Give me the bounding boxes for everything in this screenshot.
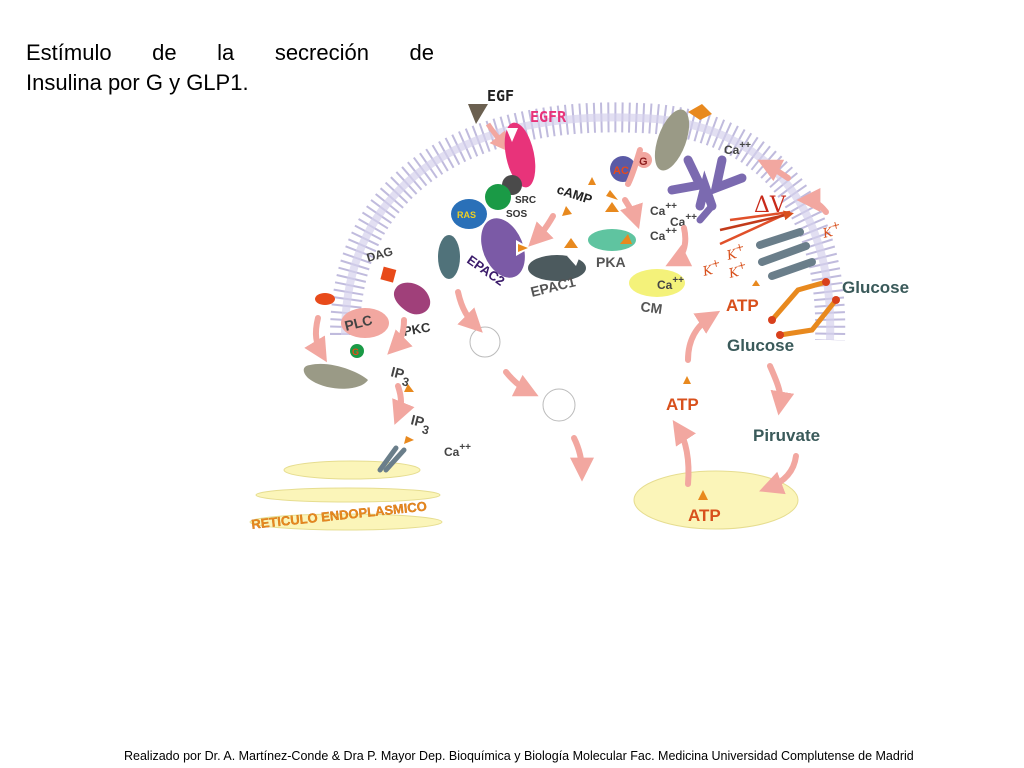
ca-cm: Ca++ <box>657 275 684 292</box>
sos-label: SOS <box>506 209 527 220</box>
g-left-label: G <box>352 347 359 357</box>
cell-membrane <box>330 102 846 341</box>
cm-label: CM <box>640 298 664 317</box>
glucose-out-label: Glucose <box>842 278 909 297</box>
egf-triangle-icon <box>468 104 488 124</box>
ca-mid-1: Ca++ <box>650 201 677 218</box>
slide-title: Estímulo de la secreción de Insulina por… <box>26 38 434 98</box>
title-line-1: Estímulo de la secreción de <box>26 40 434 65</box>
ca-top: Ca++ <box>724 140 751 157</box>
pka-label: PKA <box>596 254 626 270</box>
vesicles <box>469 326 576 422</box>
pka-group: PKA <box>588 229 636 270</box>
ip3-label-2: IP3 <box>408 411 433 437</box>
ip3-label-1: IP3 <box>388 363 413 389</box>
camp-label: cAMP <box>555 182 594 208</box>
credit-footer: Realizado por Dr. A. Martínez-Conde & Dr… <box>124 749 914 763</box>
src-label: SRC <box>515 195 536 206</box>
egf-label: EGF <box>487 87 514 105</box>
metabolism-labels: Glucose ATP Glucose ATP Piruvate ATP <box>666 278 909 525</box>
atp-label-mid: ATP <box>666 395 699 414</box>
atp-label-mito: ATP <box>688 506 721 525</box>
calcium-labels: Ca++ Ca++ Ca++ Ca++ Ca++ <box>444 140 751 459</box>
ras-shape <box>451 199 487 229</box>
ca-mid-2: Ca++ <box>670 212 697 229</box>
flow-arrows <box>304 147 829 495</box>
calcium-channel <box>667 155 747 224</box>
k-atp-channel <box>756 228 816 280</box>
ac-label: AC <box>613 165 629 177</box>
ip3-group: IP3 IP3 <box>377 363 433 473</box>
title-line-2: Insulina por G y GLP1. <box>26 70 249 95</box>
piruvate-label: Piruvate <box>753 426 820 445</box>
plc-label: PLC <box>343 312 374 334</box>
glp1-receptor <box>654 104 712 171</box>
egf-group: EGF EGFR SRC SOS RAS <box>451 87 567 229</box>
epac2-group: EPAC2 <box>438 218 530 289</box>
membrane-potential: ΔV K+ K+ K+ K+ <box>699 193 843 286</box>
k-ion-1: K+ <box>819 218 843 242</box>
plc-pkc-group: DAG PKC PLC G <box>303 244 432 389</box>
mitochondrion <box>633 470 799 530</box>
g-top-label: G <box>639 156 648 168</box>
epac1-group: EPAC1 <box>528 255 586 300</box>
k-ion-2: K+ <box>723 240 747 264</box>
ca-er: Ca++ <box>444 442 471 459</box>
ras-label: RAS <box>457 210 476 220</box>
egfr-label: EGFR <box>530 108 567 126</box>
k-ion-3: K+ <box>699 256 723 280</box>
ca-mid-3: Ca++ <box>650 226 677 243</box>
endoplasmic-reticulum: RETICULO ENDOPLASMICO <box>249 460 443 532</box>
glucose-transporter <box>768 278 840 339</box>
glucose-in-label: Glucose <box>727 336 794 355</box>
k-ion-4: K+ <box>725 258 749 282</box>
cm-group: Ca++ CM <box>629 269 685 317</box>
sos-circle <box>485 184 511 210</box>
atp-label-top: ATP <box>726 296 759 315</box>
